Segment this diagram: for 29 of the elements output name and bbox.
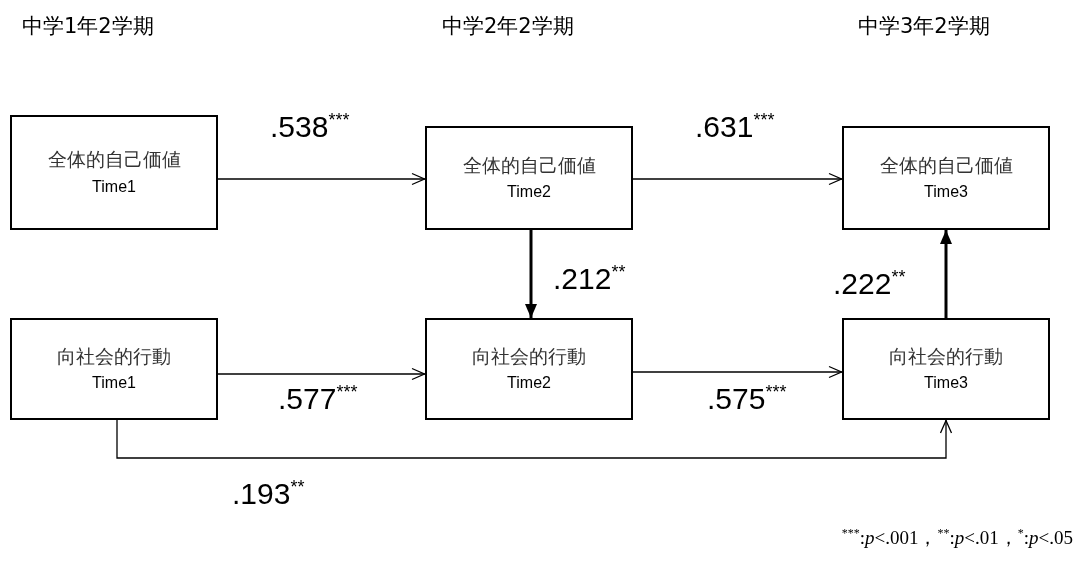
variable-box: [10, 115, 218, 230]
variable-box: [425, 318, 633, 420]
variable-name: 全体的自己価値: [879, 152, 1013, 178]
arrow: [940, 230, 952, 318]
time-label: Time1: [92, 176, 136, 197]
variable-box: [842, 126, 1050, 230]
variable-box: [425, 126, 633, 230]
variable-name: 向社会的行動: [889, 343, 1003, 369]
arrow: [217, 367, 426, 381]
variable-name: 向社会的行動: [57, 343, 171, 369]
column-heading: 中学1年2学期: [22, 13, 154, 40]
variable-name: 全体的自己価値: [47, 147, 181, 173]
arrow: [116, 419, 953, 459]
variable-name: 全体的自己価値: [462, 152, 596, 178]
time-label: Time2: [507, 182, 551, 203]
arrow: [632, 365, 843, 379]
variable-name: 向社会的行動: [472, 343, 586, 369]
arrow: [217, 172, 426, 186]
significance-note: $^{***}$:p<.001，$^{**}$:p<.01，$^{*}$:p<.05: [841, 525, 1073, 550]
time-label: Time3: [924, 373, 968, 394]
time-label: Time3: [924, 182, 968, 203]
time-label: Time2: [507, 373, 551, 394]
variable-box: [842, 318, 1050, 420]
column-heading: 中学3年2学期: [858, 13, 990, 40]
arrow: [632, 172, 843, 186]
variable-box: [10, 318, 218, 420]
arrow: [525, 230, 537, 318]
time-label: Time1: [92, 373, 136, 394]
column-heading: 中学2年2学期: [442, 13, 574, 40]
